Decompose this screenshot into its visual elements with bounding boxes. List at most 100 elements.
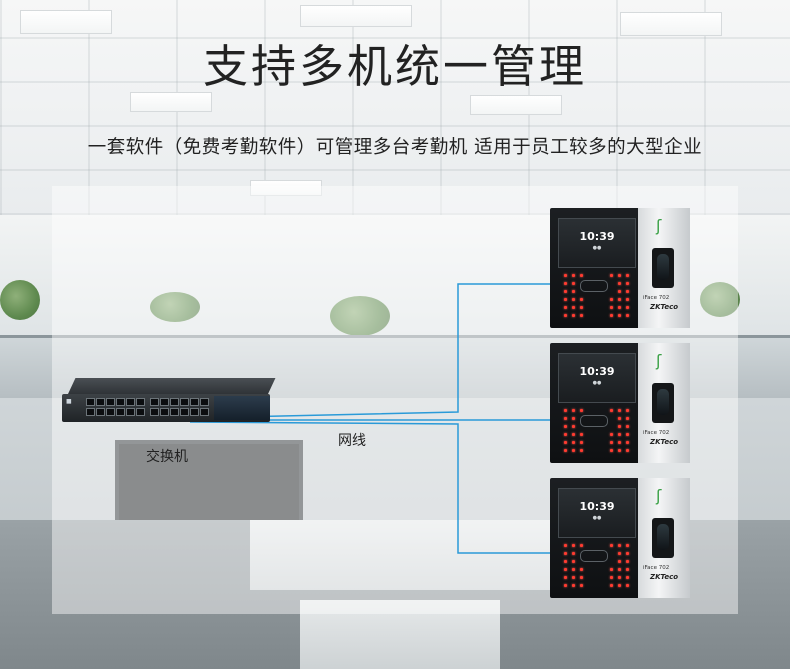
plant: [700, 282, 740, 317]
device-led: [610, 544, 613, 547]
switch-port: [200, 408, 209, 416]
device-led: [618, 441, 621, 444]
device-led: [580, 576, 583, 579]
plant: [330, 296, 390, 336]
device-led: [618, 560, 621, 563]
device-led: [610, 306, 613, 309]
device-led: [564, 425, 567, 428]
device-led: [564, 433, 567, 436]
device-led: [626, 409, 629, 412]
cable-to-device-3: [189, 421, 552, 554]
device-led: [618, 282, 621, 285]
device-led: [564, 560, 567, 563]
page-subtitle: 一套软件（免费考勤软件）可管理多台考勤机 适用于员工较多的大型企业: [87, 137, 703, 158]
camera-icon: [580, 280, 608, 292]
device-led: [610, 576, 613, 579]
camera-icon: [580, 415, 608, 427]
attendance-device-1: 10:39 ●● ʃ iFace 702 ZKTeco: [550, 208, 690, 328]
switch-port: [150, 398, 159, 406]
switch-port: [96, 398, 105, 406]
device-led: [610, 584, 613, 587]
device-led: [564, 552, 567, 555]
device-screen: 10:39 ●●: [558, 353, 636, 403]
fingerprint-sensor: [652, 248, 674, 288]
attendance-device-2: 10:39 ●● ʃ iFace 702 ZKTeco: [550, 343, 690, 463]
device-led: [618, 409, 621, 412]
device-led: [580, 449, 583, 452]
device-led: [564, 449, 567, 452]
device-status-text: ●●: [592, 515, 602, 521]
device-led: [618, 576, 621, 579]
device-screen: 10:39 ●●: [558, 218, 636, 268]
device-led: [572, 441, 575, 444]
device-led: [572, 584, 575, 587]
device-led: [572, 298, 575, 301]
device-led: [610, 441, 613, 444]
device-led: [618, 544, 621, 547]
device-time: 10:39: [579, 500, 615, 513]
switch-port: [150, 408, 159, 416]
device-status-text: ●●: [592, 245, 602, 251]
device-led: [626, 417, 629, 420]
device-led: [564, 584, 567, 587]
device-led: [572, 417, 575, 420]
device-led: [618, 433, 621, 436]
device-led: [618, 449, 621, 452]
device-led: [610, 298, 613, 301]
device-led: [572, 433, 575, 436]
device-model: iFace 702: [643, 430, 670, 436]
switch-port: [160, 408, 169, 416]
device-model: iFace 702: [643, 565, 670, 571]
switch-front: ■: [62, 394, 270, 422]
device-led: [618, 306, 621, 309]
cable-label: 网线: [338, 433, 366, 449]
device-status-text: ●●: [592, 380, 602, 386]
device-led: [610, 568, 613, 571]
plant: [0, 280, 40, 320]
page-title: 支持多机统一管理: [202, 40, 587, 93]
switch-port: [126, 408, 135, 416]
device-led: [610, 274, 613, 277]
switch-port: [136, 408, 145, 416]
device-model: iFace 702: [643, 295, 670, 301]
device-led: [626, 449, 629, 452]
switch-port: [116, 408, 125, 416]
device-led: [564, 576, 567, 579]
device-led: [626, 568, 629, 571]
device-led: [580, 433, 583, 436]
device-led: [610, 409, 613, 412]
device-led: [564, 409, 567, 412]
ceiling-light: [300, 5, 412, 27]
device-led: [564, 306, 567, 309]
device-led: [564, 314, 567, 317]
device-led: [564, 298, 567, 301]
device-led: [580, 544, 583, 547]
attendance-device-3: 10:39 ●● ʃ iFace 702 ZKTeco: [550, 478, 690, 598]
device-led: [626, 282, 629, 285]
switch-port: [126, 398, 135, 406]
device-led: [626, 552, 629, 555]
switch-port: [170, 408, 179, 416]
device-time: 10:39: [579, 230, 615, 243]
device-led: [618, 417, 621, 420]
cable-to-device-1: [189, 283, 552, 419]
device-led: [626, 544, 629, 547]
network-switch: ■: [62, 378, 276, 426]
device-screen: 10:39 ●●: [558, 488, 636, 538]
switch-port: [200, 398, 209, 406]
device-led: [572, 568, 575, 571]
device-brand: ZKTeco: [650, 438, 679, 446]
device-led: [572, 409, 575, 412]
switch-top: [68, 378, 276, 394]
switch-port: [190, 398, 199, 406]
device-led: [626, 441, 629, 444]
device-led: [572, 560, 575, 563]
desk: [250, 520, 550, 590]
ceiling-light: [470, 95, 562, 115]
switch-port: [180, 408, 189, 416]
switch-port: [86, 398, 95, 406]
switch-port: [136, 398, 145, 406]
device-led: [572, 449, 575, 452]
device-brand: ZKTeco: [650, 303, 679, 311]
switch-port: [106, 408, 115, 416]
